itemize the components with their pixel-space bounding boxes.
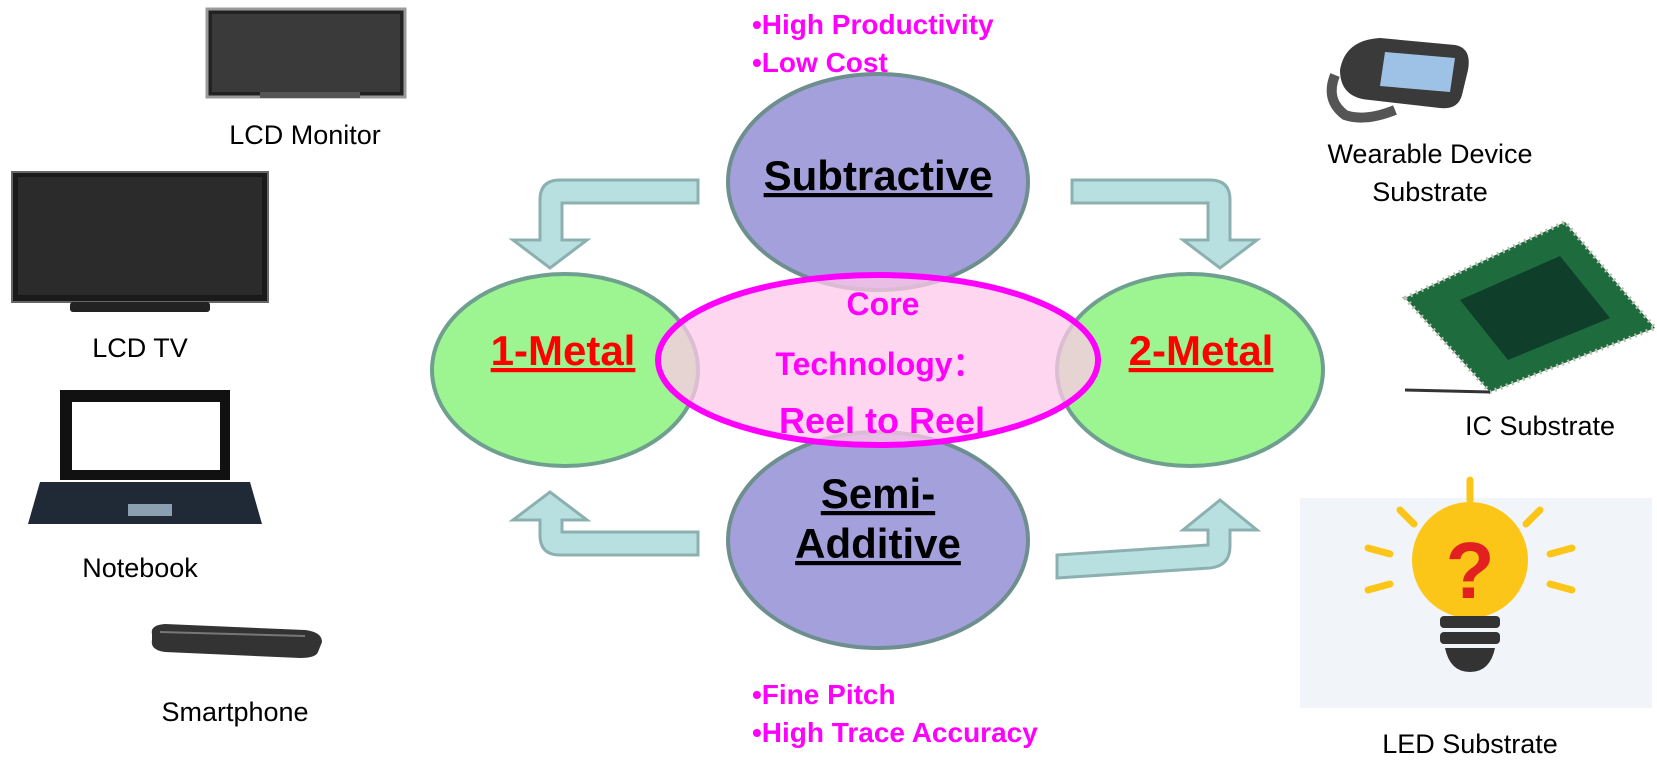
top-feature-2: •Low Cost bbox=[752, 47, 888, 78]
subtractive-label: Subtractive bbox=[764, 152, 993, 199]
wearable-device-icon bbox=[1326, 38, 1469, 123]
arrow-semiadditive-to-1metal bbox=[508, 490, 700, 557]
core-technology-node bbox=[655, 272, 1101, 448]
notebook-icon bbox=[28, 390, 262, 524]
lcd-tv-caption: LCD TV bbox=[92, 333, 188, 363]
wearable-caption-2: Substrate bbox=[1372, 177, 1488, 207]
lightbulb-question-icon: ? bbox=[1300, 476, 1652, 708]
arrow-subtractive-to-1metal bbox=[508, 178, 700, 270]
led-substrate-caption: LED Substrate bbox=[1382, 729, 1558, 759]
bottom-feature-1: •Fine Pitch bbox=[752, 679, 896, 710]
smartphone-caption: Smartphone bbox=[161, 697, 309, 727]
top-feature-1: •High Productivity bbox=[752, 9, 994, 40]
core-line-3: Reel to Reel bbox=[779, 400, 985, 441]
core-line-1: Core bbox=[847, 286, 920, 322]
lcd-tv-icon bbox=[11, 171, 269, 312]
notebook-caption: Notebook bbox=[82, 553, 198, 583]
bottom-feature-2: •High Trace Accuracy bbox=[752, 717, 1038, 748]
question-mark-glyph: ? bbox=[1446, 526, 1495, 615]
two-metal-label: 2-Metal bbox=[1129, 327, 1274, 374]
semi-additive-label-1: Semi- bbox=[821, 470, 935, 517]
wearable-caption-1: Wearable Device bbox=[1327, 139, 1533, 169]
one-metal-label: 1-Metal bbox=[491, 327, 636, 374]
ic-substrate-caption: IC Substrate bbox=[1464, 411, 1616, 441]
lcd-monitor-caption: LCD Monitor bbox=[229, 120, 381, 150]
semi-additive-label-2: Additive bbox=[795, 520, 961, 567]
arrow-subtractive-to-2metal bbox=[1070, 178, 1262, 270]
core-line-2: Technology： bbox=[775, 346, 984, 382]
arrow-semiadditive-to-2metal bbox=[1055, 498, 1262, 580]
lcd-monitor-icon bbox=[205, 7, 407, 99]
ic-chip-icon bbox=[1401, 219, 1657, 395]
smartphone-icon bbox=[151, 624, 322, 658]
